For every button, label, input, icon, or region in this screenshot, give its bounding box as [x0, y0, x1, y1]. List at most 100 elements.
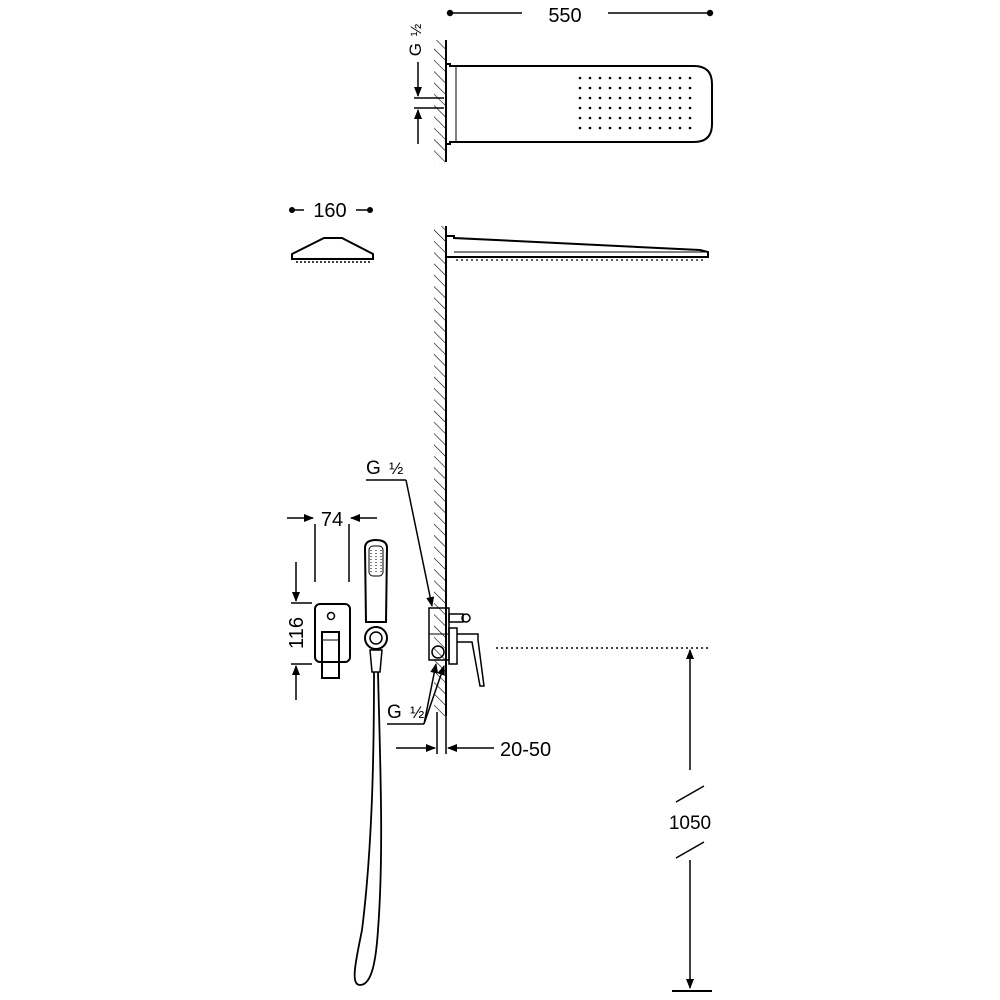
nozzle-dot: [638, 76, 642, 80]
wall-hatch-side: [434, 226, 446, 716]
wall-hatch-top: [434, 40, 446, 162]
nozzle-dot: [578, 76, 582, 80]
nozzle-dot: [658, 86, 662, 90]
hand-shower-head: [363, 538, 389, 623]
mixer-lever-front: [321, 631, 340, 679]
nozzle-dot: [578, 86, 582, 90]
nozzle-dot: [678, 126, 682, 130]
nozzle-dot: [668, 76, 672, 80]
dim-1050-break-top: [675, 785, 705, 803]
nozzle-dot: [688, 96, 692, 100]
dim-160-label: 160: [313, 200, 346, 222]
thread-frac-top: ½: [408, 23, 425, 36]
nozzle-dot: [608, 96, 612, 100]
nozzle-dot: [588, 106, 592, 110]
nozzle-dot: [678, 106, 682, 110]
svg-text:G ½: G ½: [406, 23, 425, 56]
nozzle-dot: [578, 126, 582, 130]
nozzle-dot: [668, 126, 672, 130]
valve-outlet-circle: [431, 645, 445, 659]
nozzle-dot: [648, 116, 652, 120]
nozzle-dot: [598, 76, 602, 80]
thread-g-top: G: [406, 43, 425, 56]
thread-frac-mid: ½: [389, 459, 403, 478]
shower-head-plan: [446, 63, 713, 145]
nozzle-dot: [598, 96, 602, 100]
nozzle-dot: [638, 86, 642, 90]
nozzle-dot: [628, 96, 632, 100]
shower-holder-inner: [369, 631, 383, 645]
nozzle-dot: [608, 86, 612, 90]
nozzle-dot: [578, 96, 582, 100]
outlet-leader-1: [423, 663, 439, 725]
nozzle-dot: [628, 126, 632, 130]
nozzle-dot: [658, 116, 662, 120]
nozzle-dot: [638, 116, 642, 120]
nozzle-dot: [678, 86, 682, 90]
shower-hose: [353, 671, 383, 986]
mixer-plate-side: [448, 627, 458, 665]
nozzle-dot: [618, 106, 622, 110]
outlet-nut: [461, 613, 471, 623]
dim-1050-break-bottom: [675, 841, 705, 859]
nozzle-dot: [588, 126, 592, 130]
nozzle-dot: [608, 126, 612, 130]
side-view: G ½ G ½ 20-50 1050: [366, 226, 712, 992]
nozzle-dot: [648, 76, 652, 80]
nozzle-dot: [638, 126, 642, 130]
dim-2050-label: 20-50: [500, 739, 551, 761]
outlet-connector: [448, 613, 464, 623]
nozzle-dot: [578, 106, 582, 110]
nozzle-dot: [598, 126, 602, 130]
dim-74-label: 74: [321, 509, 343, 531]
nozzle-dot: [688, 116, 692, 120]
nozzle-dot: [648, 106, 652, 110]
outlet-thread-label: G ½: [387, 702, 424, 723]
nozzle-dot: [618, 116, 622, 120]
nozzle-dot: [678, 96, 682, 100]
dim-550-end-dot: [706, 9, 714, 17]
nozzle-dot: [588, 76, 592, 80]
nozzle-dot: [678, 116, 682, 120]
front-view-head: 160: [289, 200, 374, 263]
thread-frac-low: ½: [410, 703, 424, 722]
nozzle-pattern: [578, 76, 692, 130]
mixer-inlet-thread-label: G ½: [366, 458, 403, 479]
nozzle-dot: [618, 96, 622, 100]
thread-g-mid: G: [366, 458, 381, 479]
nozzle-dot: [688, 76, 692, 80]
nozzle-dot: [598, 116, 602, 120]
head-front-profile: [291, 237, 374, 260]
mixer-lever-side: [457, 633, 485, 687]
mixer-plate-front: [314, 603, 351, 663]
nozzle-dot: [658, 96, 662, 100]
nozzle-dot: [688, 106, 692, 110]
nozzle-dot: [648, 126, 652, 130]
nozzle-dot: [618, 126, 622, 130]
nozzle-dot: [668, 86, 672, 90]
nozzle-dot: [608, 116, 612, 120]
mixer-inlet-leader: [405, 479, 435, 607]
nozzle-dot: [598, 106, 602, 110]
nozzle-dot: [588, 96, 592, 100]
inlet-thread-label: G ½: [406, 23, 425, 56]
dim-1050-label: 1050: [669, 813, 711, 834]
thread-g-low: G: [387, 702, 402, 723]
nozzle-dot: [678, 76, 682, 80]
nozzle-dot: [628, 106, 632, 110]
front-view-mixer: 74 116: [286, 509, 389, 986]
nozzle-dot: [608, 106, 612, 110]
nozzle-dot: [658, 76, 662, 80]
nozzle-dot: [658, 106, 662, 110]
nozzle-dot: [618, 76, 622, 80]
hose-connector: [369, 649, 383, 673]
nozzle-dot: [638, 96, 642, 100]
diverter-button: [326, 611, 336, 621]
shower-head-side: [446, 235, 709, 258]
hand-shower-spray-face: [368, 545, 384, 577]
nozzle-dot: [648, 96, 652, 100]
nozzle-dot: [628, 76, 632, 80]
nozzle-dot: [688, 126, 692, 130]
